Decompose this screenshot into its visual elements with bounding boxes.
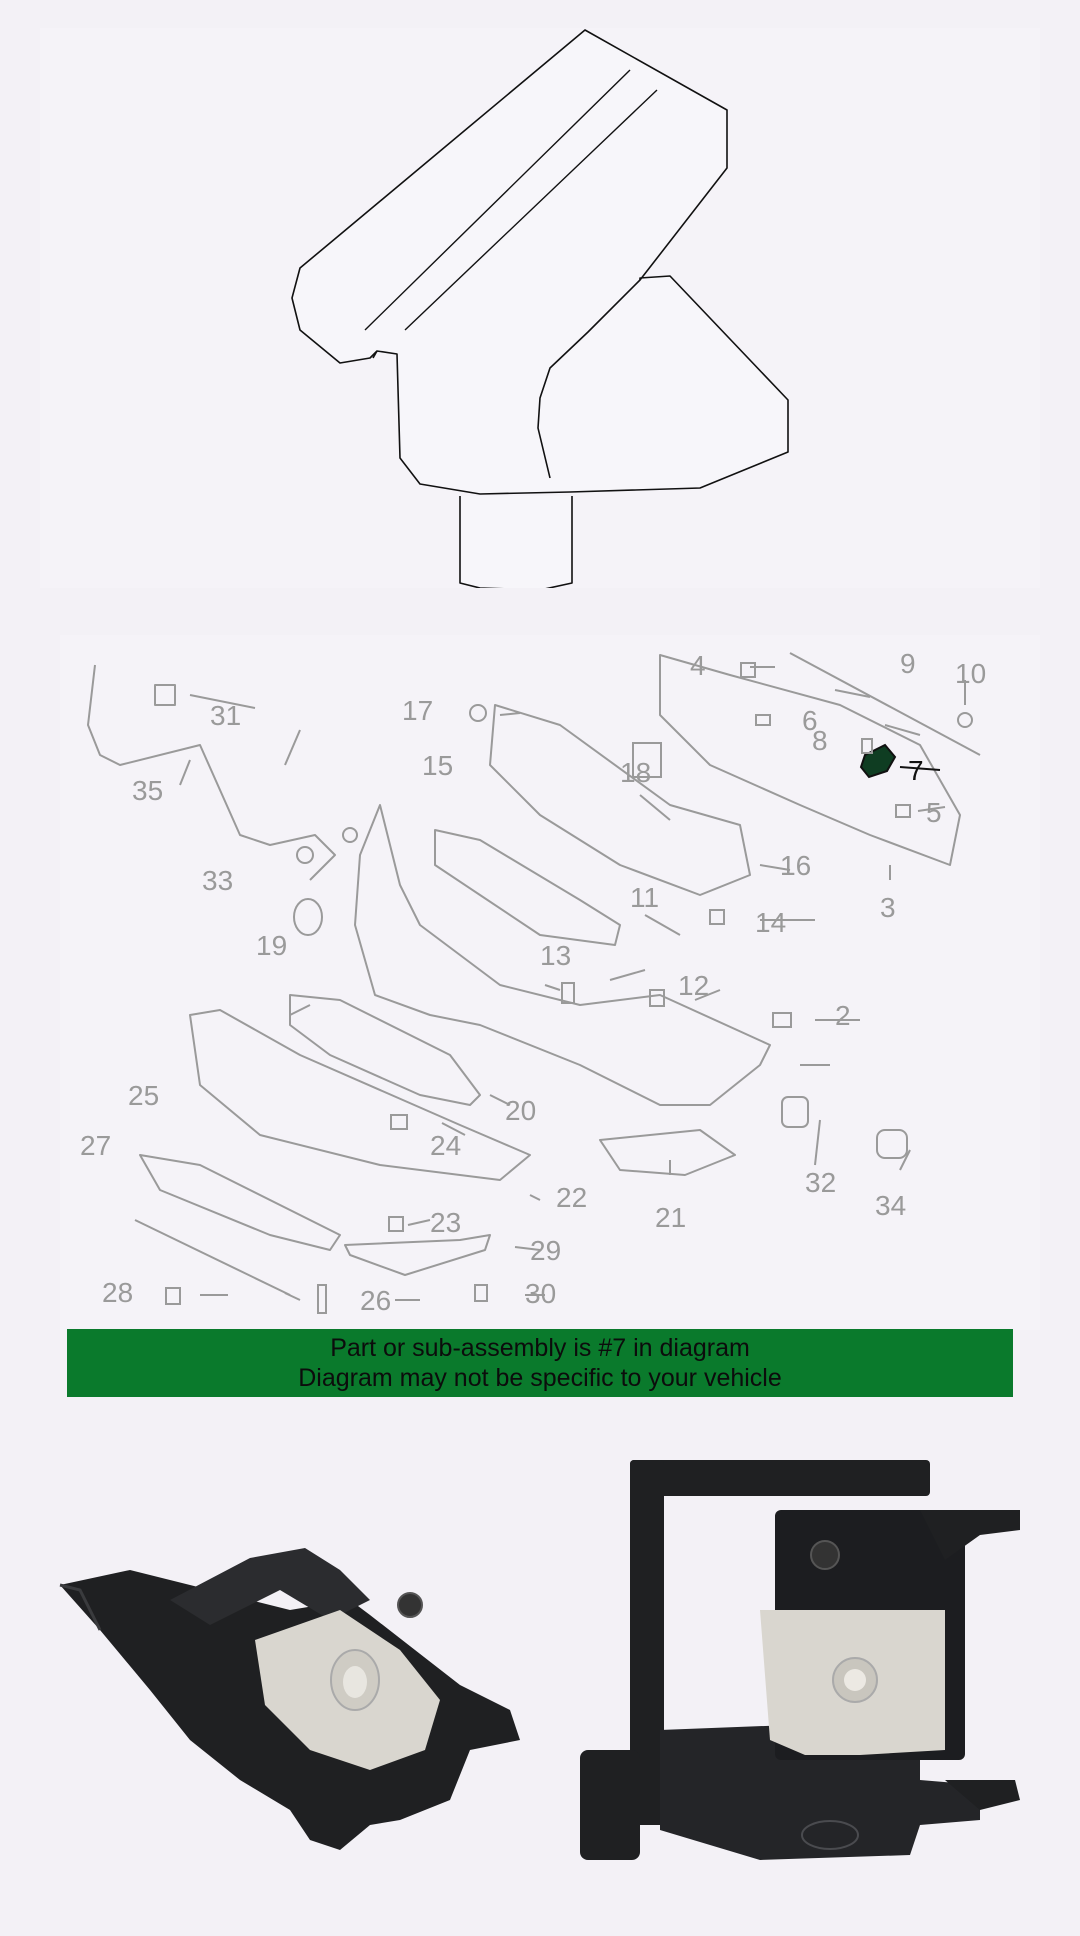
callout-23: 23 bbox=[430, 1207, 461, 1238]
callout-32: 32 bbox=[805, 1167, 836, 1198]
part-19-cap bbox=[293, 898, 323, 936]
callout-2: 2 bbox=[835, 1000, 851, 1031]
part-25-strip bbox=[139, 1154, 341, 1251]
callout-5: 5 bbox=[926, 797, 942, 828]
callout-11: 11 bbox=[630, 882, 659, 913]
callout-17: 17 bbox=[402, 695, 433, 726]
callout-4: 4 bbox=[690, 650, 706, 681]
part-line-drawing bbox=[40, 28, 1040, 588]
part-7-clip-highlight bbox=[859, 743, 897, 779]
banner-line-2: Diagram may not be specific to your vehi… bbox=[298, 1364, 782, 1392]
callout-16: 16 bbox=[780, 850, 811, 881]
product-photo-angled bbox=[59, 1548, 520, 1850]
callout-13: 13 bbox=[540, 940, 571, 971]
product-photo-svg bbox=[59, 1460, 1020, 1860]
callout-3: 3 bbox=[880, 892, 896, 923]
part-20-lower-grille bbox=[289, 994, 481, 1106]
callout-6: 6 bbox=[802, 705, 818, 736]
part-30-screw bbox=[474, 1284, 488, 1302]
callout-22: 22 bbox=[556, 1182, 587, 1213]
part-28-screw bbox=[165, 1287, 181, 1305]
callout-12: 12 bbox=[678, 970, 709, 1001]
part-13-clip bbox=[561, 982, 575, 1004]
callout-8: 8 bbox=[812, 725, 828, 756]
callout-7: 7 bbox=[908, 755, 924, 786]
callout-28: 28 bbox=[102, 1277, 133, 1308]
callout-10: 10 bbox=[955, 658, 986, 689]
callout-27: 27 bbox=[80, 1130, 111, 1161]
part-1-bumper-cover bbox=[354, 804, 771, 1106]
part-34-bezel bbox=[876, 1129, 908, 1159]
part-3-upper-bracket bbox=[659, 654, 961, 866]
callout-1: 1 bbox=[780, 850, 796, 881]
part-8-screw bbox=[861, 738, 873, 754]
product-photos bbox=[40, 1450, 1040, 1890]
part-32-sensor bbox=[781, 1096, 809, 1128]
part-35-wiring-harness bbox=[87, 664, 336, 881]
callout-18: 18 bbox=[620, 757, 651, 788]
exploded-bumper-diagram: 1 2 3 4 5 6 7 8 9 10 11 12 13 14 15 16 1… bbox=[60, 635, 1040, 1330]
callout-35: 35 bbox=[132, 775, 163, 806]
part-17-nut bbox=[469, 704, 487, 722]
part-14-clip bbox=[709, 909, 725, 925]
part-12-clip bbox=[649, 989, 665, 1007]
part-18-bracket bbox=[632, 742, 662, 778]
part-2-clip bbox=[772, 1012, 792, 1028]
part-16-reinforcement bbox=[489, 704, 751, 896]
part-5-screw bbox=[895, 804, 911, 818]
callout-24: 24 bbox=[430, 1130, 461, 1161]
callout-15: 15 bbox=[422, 750, 453, 781]
exploded-view-svg: 1 2 3 4 5 6 7 8 9 10 11 12 13 14 15 16 1… bbox=[80, 648, 986, 1316]
diagram-notice-banner: Part or sub-assembly is #7 in diagram Di… bbox=[67, 1329, 1013, 1397]
callout-31: 31 bbox=[210, 700, 241, 731]
callout-25: 25 bbox=[128, 1080, 159, 1111]
part-15-absorber bbox=[434, 829, 621, 946]
part-4-bolt bbox=[740, 662, 756, 678]
callout-29: 29 bbox=[530, 1235, 561, 1266]
part-21-trim bbox=[599, 1129, 736, 1176]
callout-30: 30 bbox=[525, 1278, 556, 1309]
callout-26: 26 bbox=[360, 1285, 391, 1316]
part-23-screw bbox=[388, 1216, 404, 1232]
part-24-clip bbox=[390, 1114, 408, 1130]
bracket-outline-drawing bbox=[291, 29, 789, 588]
callout-14: 14 bbox=[755, 907, 786, 938]
part-10-plug bbox=[957, 712, 973, 728]
callout-34: 34 bbox=[875, 1190, 906, 1221]
banner-line-1: Part or sub-assembly is #7 in diagram bbox=[330, 1334, 750, 1362]
part-26-pin bbox=[317, 1284, 327, 1314]
callout-33: 33 bbox=[202, 865, 233, 896]
product-photo-front bbox=[580, 1460, 1020, 1860]
callout-20: 20 bbox=[505, 1095, 536, 1126]
callout-19: 19 bbox=[256, 930, 287, 961]
part-22-grille bbox=[189, 1009, 531, 1181]
part-33-sensor-bracket bbox=[296, 846, 314, 864]
callout-21: 21 bbox=[655, 1202, 686, 1233]
part-6-clip bbox=[755, 714, 771, 726]
callout-9: 9 bbox=[900, 648, 916, 679]
